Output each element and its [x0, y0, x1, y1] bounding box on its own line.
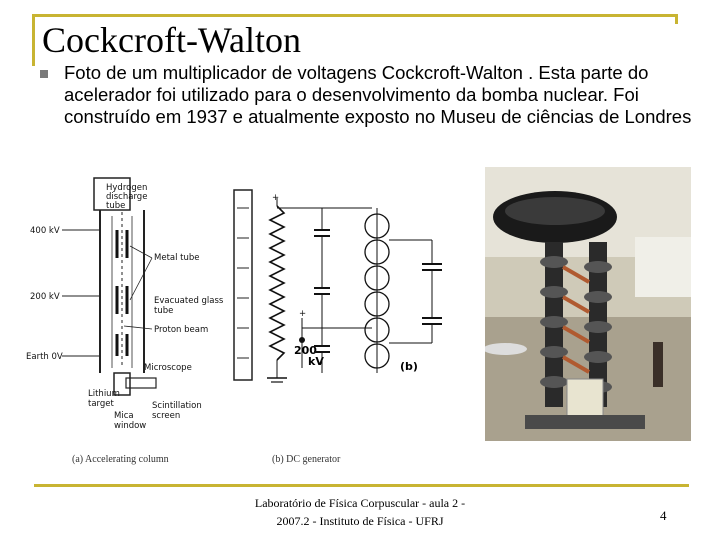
bullet-icon: [40, 70, 48, 78]
label-200: 200: [294, 344, 317, 357]
caption-b: (b) DC generator: [272, 454, 341, 465]
label-kv: kV: [308, 355, 324, 368]
mica-label-1: Mica: [114, 411, 134, 421]
footer-text: Laboratório de Física Corpuscular - aula…: [230, 494, 490, 530]
accelerating-column: Hydrogen discharge tube 400 kV 200 kV Ea…: [26, 177, 224, 465]
bullet-text: Foto de um multiplicador de voltagens Co…: [64, 62, 692, 127]
page-number: 4: [660, 508, 667, 523]
lithium-label-2: target: [88, 399, 115, 409]
label-earth: Earth 0V: [26, 352, 63, 362]
mica-label-2: window: [114, 421, 146, 431]
museum-photo: [485, 167, 691, 441]
scintillation-label-2: screen: [152, 411, 180, 421]
hydrogen-label-2: discharge: [106, 192, 147, 202]
metal-tube-label: Metal tube: [154, 253, 200, 263]
title-frame-top: [32, 14, 677, 17]
evacuated-label-2: tube: [154, 306, 173, 316]
label-200kv: 200 kV: [30, 292, 60, 302]
caption-a: (a) Accelerating column: [72, 454, 169, 465]
plus-mid: +: [299, 309, 306, 319]
footer-divider: [34, 484, 689, 487]
hydrogen-label-1: Hydrogen: [106, 183, 147, 193]
microscope-label: Microscope: [144, 363, 192, 373]
proton-beam-label: Proton beam: [154, 325, 208, 335]
label-400kv: 400 kV: [30, 226, 60, 236]
slide-title: Cockcroft-Walton: [42, 20, 302, 60]
title-frame-right: [675, 14, 678, 24]
hydrogen-label-3: tube: [106, 201, 125, 211]
footer-line-1: Laboratório de Física Corpuscular - aula…: [254, 496, 466, 510]
scintillation-label-1: Scintillation: [152, 401, 202, 411]
plus-top: +: [272, 193, 279, 203]
label-b: (b): [400, 360, 418, 373]
footer-line-2: 2007.2 - Instituto de Física - UFRJ: [276, 514, 444, 528]
accelerator-diagram: Hydrogen discharge tube 400 kV 200 kV Ea…: [26, 177, 442, 465]
title-frame-left: [32, 14, 35, 66]
evacuated-label-1: Evacuated glass: [154, 296, 224, 306]
dc-generator: + + 200 kV: [233, 189, 442, 465]
lithium-label-1: Lithium: [88, 389, 120, 399]
